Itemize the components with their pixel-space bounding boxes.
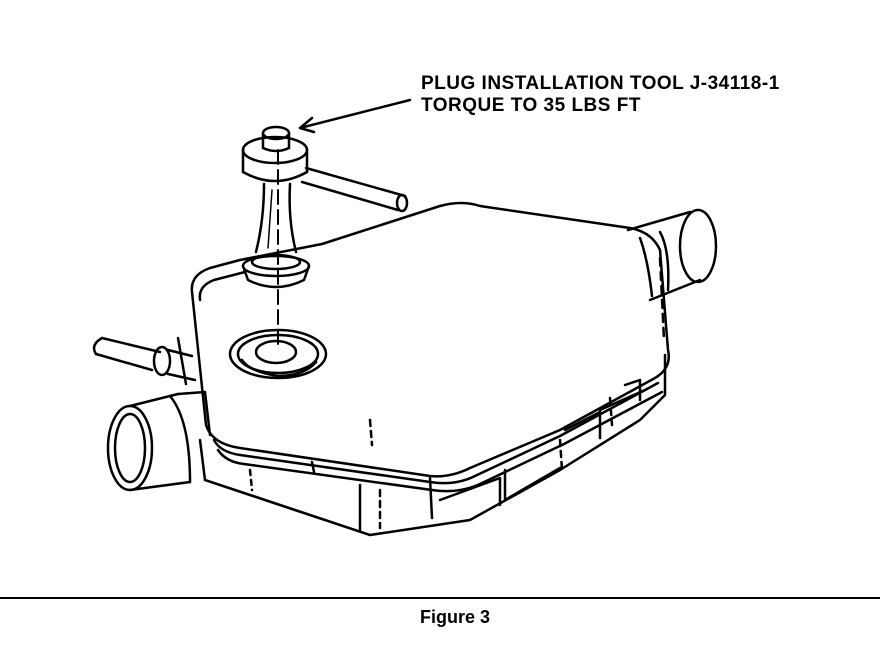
callout-tool-name: PLUG INSTALLATION TOOL J-34118-1 (421, 73, 780, 94)
tank-lower-shell (198, 353, 667, 537)
caption-divider (0, 597, 880, 599)
figure-caption-row: Figure 3 (0, 608, 880, 626)
right-outlet-pipe (626, 208, 718, 302)
callout-leader (298, 98, 412, 134)
plug-installation-tool (241, 125, 409, 289)
left-inlet-pipe (106, 390, 212, 492)
figure-caption: Figure 3 (419, 607, 490, 627)
side-tube (92, 336, 197, 386)
tank-top (190, 201, 670, 493)
callout-torque-spec: TORQUE TO 35 LBS FT (421, 95, 641, 116)
